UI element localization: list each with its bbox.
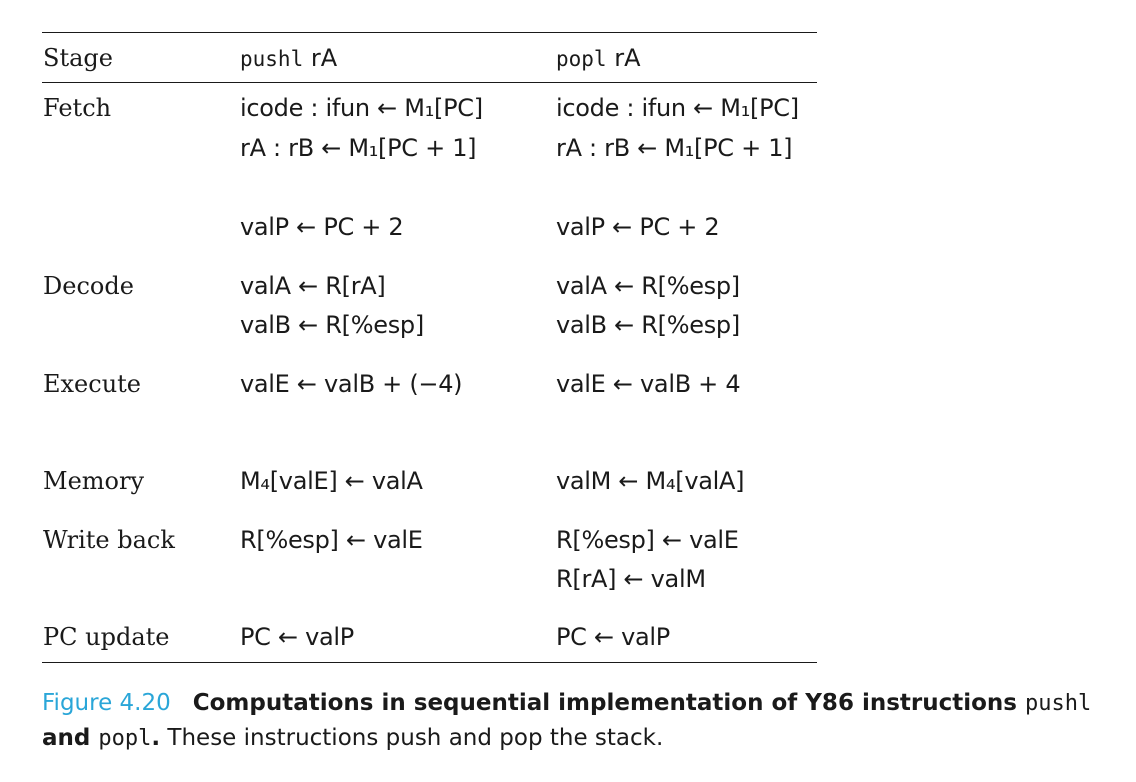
table-header-rule bbox=[42, 82, 817, 83]
table-top-rule bbox=[42, 32, 817, 33]
stage-memory: Memory bbox=[43, 467, 145, 495]
stage-execute: Execute bbox=[43, 370, 142, 398]
stage-pc-update: PC update bbox=[43, 623, 170, 651]
header-pushl: pushl rA bbox=[240, 46, 337, 70]
caption-title-dot: . bbox=[151, 725, 161, 751]
popl-fetch-line2: rA : rB ← M₁[PC + 1] bbox=[556, 134, 793, 162]
caption-title-and: and bbox=[42, 725, 99, 751]
popl-fetch-line4: valP ← PC + 2 bbox=[556, 213, 720, 241]
caption-text: These instructions push and pop the stac… bbox=[160, 725, 664, 751]
pushl-pcupdate-line1: PC ← valP bbox=[240, 623, 354, 651]
header-popl-code: popl bbox=[556, 47, 607, 71]
popl-writeback-line2: R[rA] ← valM bbox=[556, 565, 706, 593]
pushl-memory-line1: M₄[valE] ← valA bbox=[240, 467, 423, 495]
figure-label: Figure 4.20 bbox=[42, 690, 171, 716]
header-popl: popl rA bbox=[556, 46, 641, 70]
caption-code-pushl: pushl bbox=[1025, 691, 1092, 716]
header-stage: Stage bbox=[43, 44, 113, 72]
table-bottom-rule bbox=[42, 662, 817, 663]
pushl-fetch-line1: icode : ifun ← M₁[PC] bbox=[240, 94, 483, 122]
popl-writeback-line1: R[%esp] ← valE bbox=[556, 526, 739, 554]
figure-caption: Figure 4.20 Computations in sequential im… bbox=[42, 686, 1122, 756]
popl-pcupdate-line1: PC ← valP bbox=[556, 623, 670, 651]
header-popl-reg: rA bbox=[606, 44, 641, 72]
pushl-decode-line1: valA ← R[rA] bbox=[240, 272, 386, 300]
stage-fetch: Fetch bbox=[43, 94, 112, 122]
caption-code-popl: popl bbox=[98, 726, 152, 751]
caption-title-part1: Computations in sequential implementatio… bbox=[192, 690, 1025, 716]
pushl-fetch-line4: valP ← PC + 2 bbox=[240, 213, 404, 241]
stage-decode: Decode bbox=[43, 272, 134, 300]
pushl-decode-line2: valB ← R[%esp] bbox=[240, 311, 424, 339]
popl-memory-line1: valM ← M₄[valA] bbox=[556, 467, 745, 495]
popl-decode-line2: valB ← R[%esp] bbox=[556, 311, 740, 339]
header-pushl-reg: rA bbox=[303, 44, 338, 72]
popl-execute-line1: valE ← valB + 4 bbox=[556, 370, 741, 398]
pushl-fetch-line2: rA : rB ← M₁[PC + 1] bbox=[240, 134, 477, 162]
pushl-execute-line1: valE ← valB + (−4) bbox=[240, 370, 463, 398]
header-pushl-code: pushl bbox=[240, 47, 304, 71]
stage-write-back: Write back bbox=[43, 526, 175, 554]
popl-decode-line1: valA ← R[%esp] bbox=[556, 272, 740, 300]
popl-fetch-line1: icode : ifun ← M₁[PC] bbox=[556, 94, 799, 122]
pushl-writeback-line1: R[%esp] ← valE bbox=[240, 526, 423, 554]
